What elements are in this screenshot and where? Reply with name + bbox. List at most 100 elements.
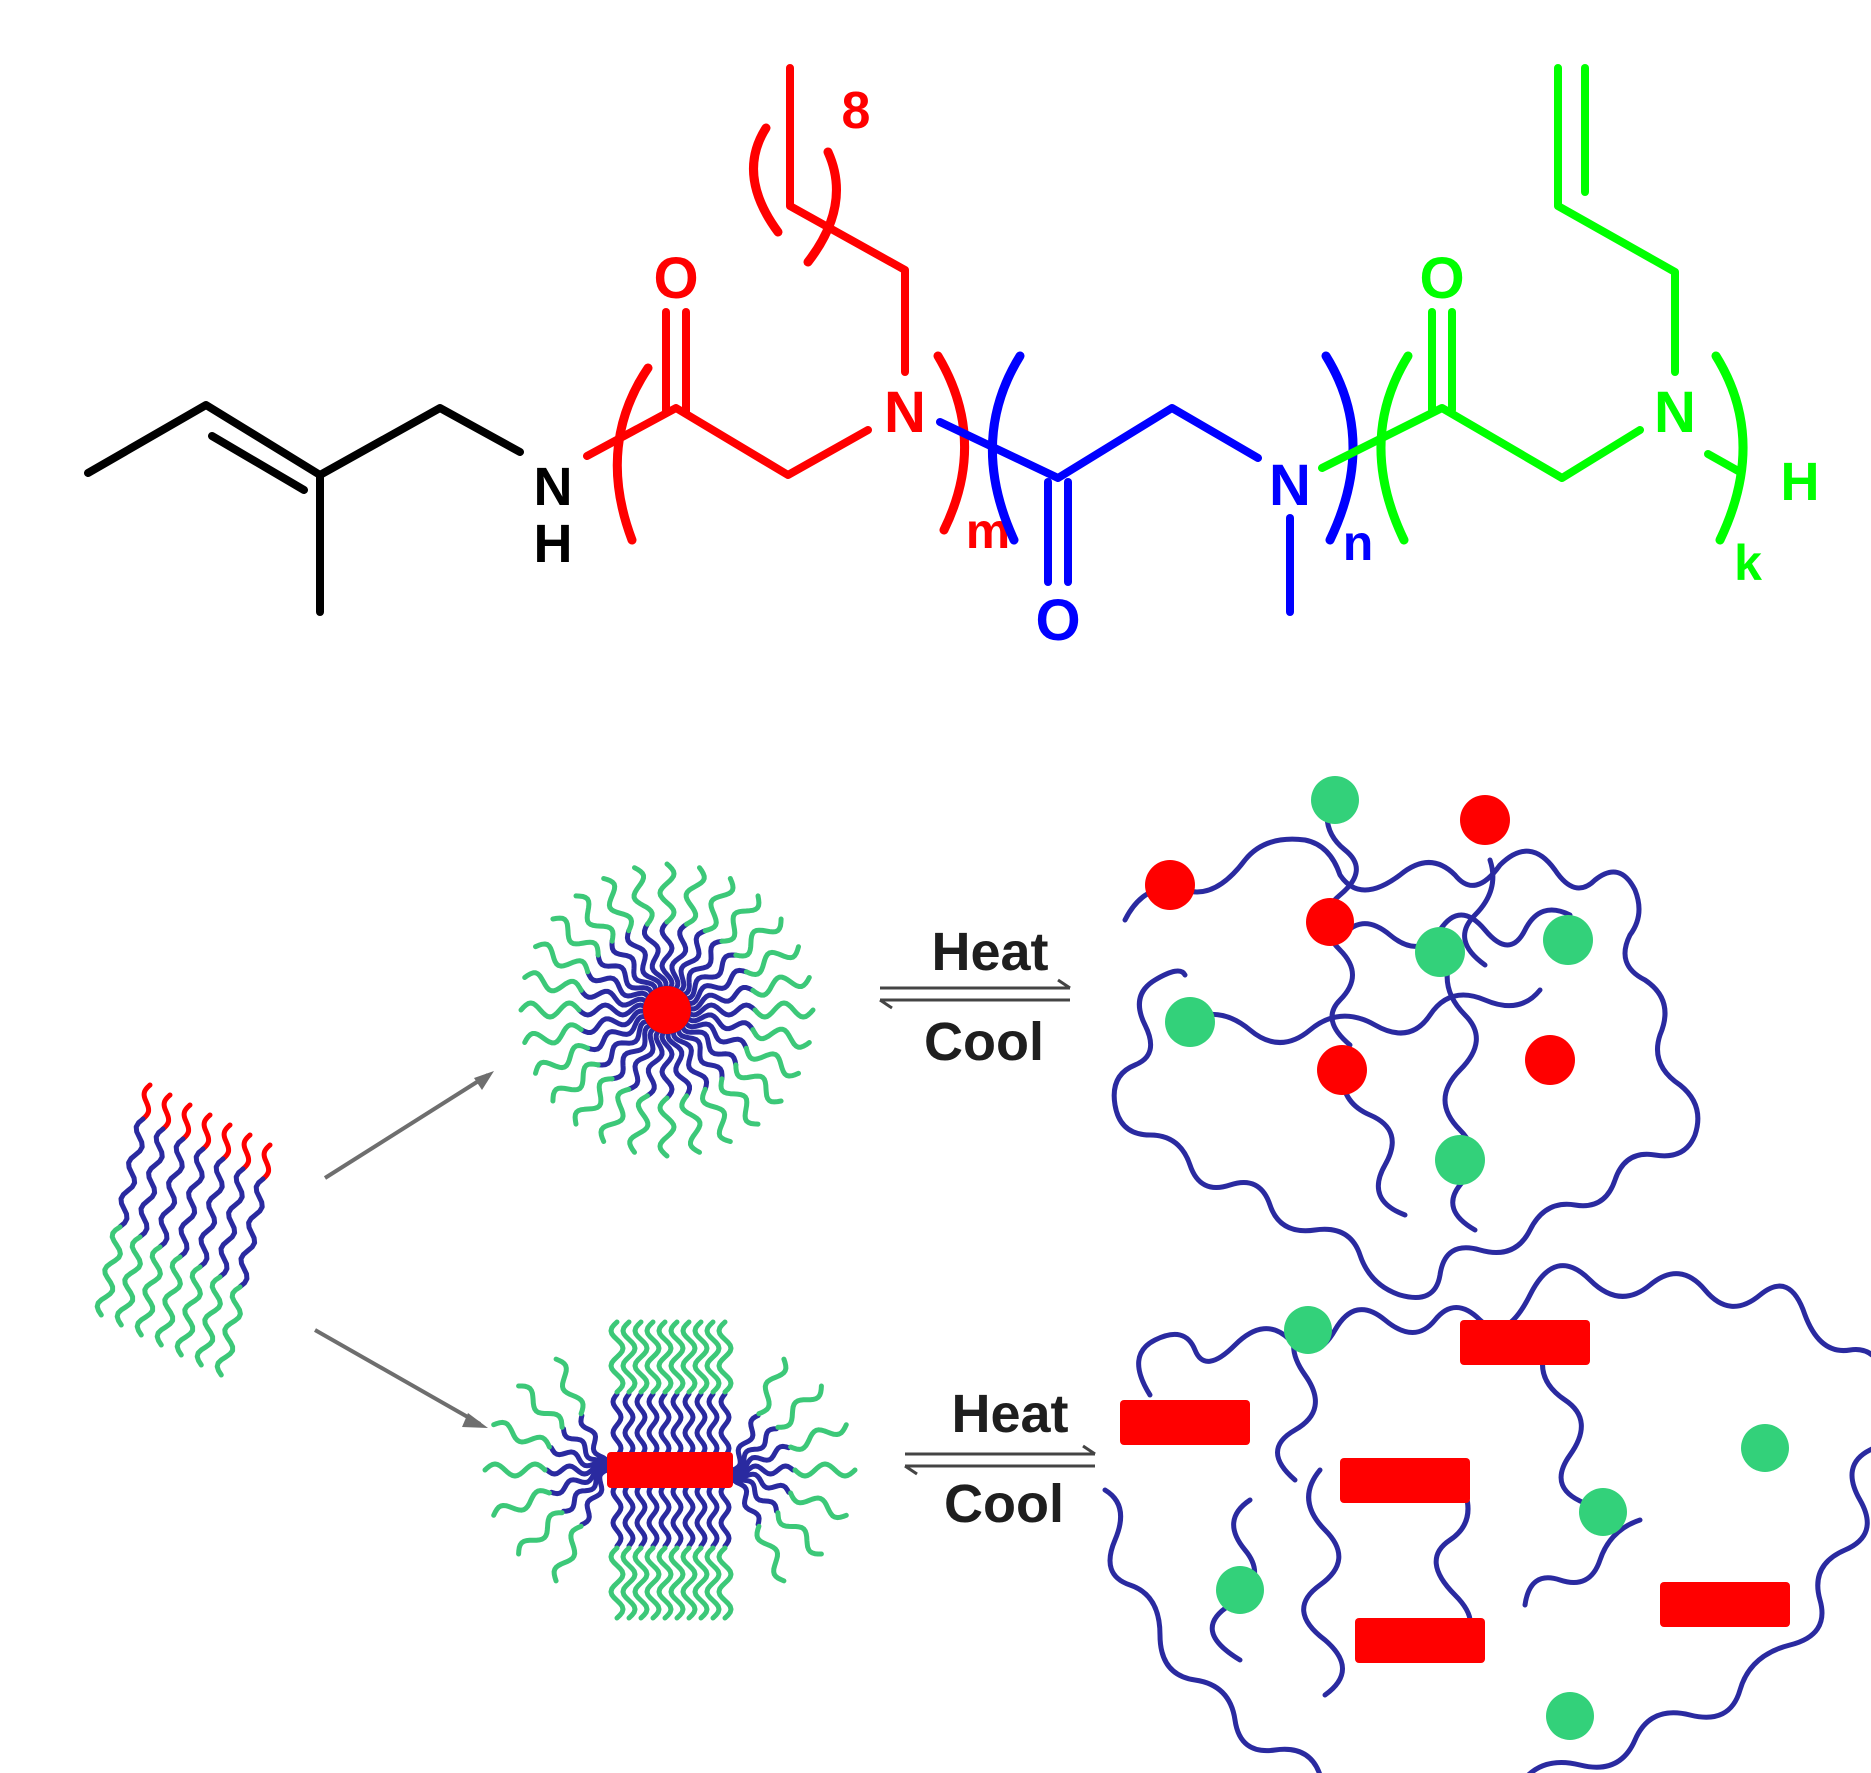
micelle-green-arm <box>788 1422 849 1452</box>
arrow-to-worm-micelle <box>314 1328 481 1426</box>
micelle-blue-arm <box>729 1467 762 1527</box>
micelle-blue-arm <box>548 1445 610 1473</box>
micelle-green-arm <box>522 1022 584 1046</box>
green-repeat-unit: O N H k <box>1318 64 1820 591</box>
triblock-chain-stack <box>94 1082 273 1378</box>
network-green-bead <box>1165 997 1215 1047</box>
micelle-green-arm <box>716 1319 734 1395</box>
green-close-paren <box>1711 351 1748 545</box>
micelle-green-arm <box>644 1545 662 1621</box>
top-heat-label: Heat <box>931 922 1048 982</box>
micelle-blue-arm <box>578 1413 611 1473</box>
micelle-green-arm <box>620 1545 638 1621</box>
network-chain-inner-3 <box>1301 1467 1345 1698</box>
micelle-blue-arm <box>585 969 654 1005</box>
micelle-blue-arm <box>658 1391 672 1459</box>
network-red-bead <box>1317 1045 1367 1095</box>
chain-blue-segment <box>157 1136 186 1250</box>
micelle-green-arm <box>598 1086 632 1144</box>
micelle-blue-arm <box>561 1426 610 1473</box>
micelle-blue-arm <box>659 1025 675 1101</box>
micelle-green-arm <box>657 1095 677 1159</box>
amide-nitrogen-label: N <box>534 457 573 517</box>
micelle-green-arm <box>644 1319 662 1395</box>
micelle-green-arm <box>601 876 634 934</box>
micelle-blue-arm <box>678 952 739 1002</box>
network-red-bead <box>1145 860 1195 910</box>
network-chain-inner-2 <box>1540 1347 1593 1508</box>
micelle-blue-arm <box>622 1481 636 1549</box>
micelle-blue-arm <box>609 1021 659 1082</box>
chain-green-segment <box>194 1274 223 1368</box>
micelle-green-arm <box>491 1419 552 1450</box>
micelle-blue-arm <box>578 1008 652 1035</box>
red-backbone-bonds <box>583 404 872 479</box>
micelle-green-arm <box>716 1545 734 1621</box>
micelle-blue-arm <box>730 1467 779 1514</box>
micelle-green-arm <box>553 1356 586 1417</box>
red-repeat-count-label: 8 <box>842 82 871 140</box>
micelle-green-arm <box>756 1356 789 1417</box>
micelle-blue-arm <box>634 1481 648 1549</box>
network-red-rod <box>1460 1320 1590 1365</box>
chain-green-segment <box>214 1284 243 1378</box>
micelle-green-arm <box>656 1545 674 1621</box>
micelle-blue-arm <box>595 1018 656 1068</box>
micelle-green-arm <box>533 941 591 975</box>
micelle-green-arm <box>680 1545 698 1621</box>
micelle-green-arm <box>522 970 584 994</box>
micelle-green-arm <box>550 915 601 958</box>
micelle-blue-arm <box>624 928 664 997</box>
micelle-blue-arm <box>694 1391 708 1459</box>
micelle-green-arm <box>680 1319 698 1395</box>
micelle-green-arm <box>718 1076 761 1127</box>
micelle-blue-arm <box>646 1481 660 1549</box>
micelle-green-arm <box>656 1319 674 1395</box>
micelle-blue-arm <box>668 921 690 995</box>
top-cool-label: Cool <box>924 1012 1044 1072</box>
micelle-blue-arm <box>670 1023 710 1092</box>
micelle-green-arm <box>683 865 707 927</box>
micelle-blue-arm <box>544 1463 610 1477</box>
red-open-paren <box>612 363 653 545</box>
top-equilibrium: Heat Cool <box>879 922 1071 1072</box>
micelle-green-arm <box>620 1319 638 1395</box>
chain-red-segment <box>200 1112 213 1152</box>
micelle-blue-arm <box>680 967 749 1007</box>
micelle-green-arm <box>743 944 801 977</box>
micelle-blue-arm <box>646 1391 660 1459</box>
micelle-blue-arm <box>682 985 756 1012</box>
chain-red-segment <box>240 1132 253 1172</box>
initiator-backbone-bonds <box>84 401 524 479</box>
chain-green-segment <box>94 1224 123 1318</box>
micelle-green-arm <box>692 1319 710 1395</box>
micelle-green-arm <box>733 1062 784 1105</box>
micelle-blue-arm <box>622 1391 636 1459</box>
micelle-green-arm <box>632 1319 650 1395</box>
micelle-green-arm <box>668 1319 686 1395</box>
micelle-blue-arm <box>675 1021 725 1082</box>
chain-green-segment <box>154 1254 183 1348</box>
network-green-bead <box>1741 1424 1789 1472</box>
micelle-green-arm <box>679 1093 703 1155</box>
micelle-green-arm <box>792 1461 858 1479</box>
micelle-blue-arm <box>642 921 669 995</box>
red-repeat-unit: O N 8 m <box>583 64 1010 559</box>
network-green-bead <box>1311 776 1359 824</box>
spherical-micelle <box>518 861 816 1159</box>
micelle-green-arm <box>743 1045 801 1079</box>
micelle-blue-arm <box>659 919 675 995</box>
network-green-bead <box>1579 1488 1627 1536</box>
blue-subscript-n: n <box>1343 515 1374 571</box>
micelle-green-arm <box>631 865 655 927</box>
network-red-rod <box>1120 1400 1250 1445</box>
micelle-green-arm <box>551 1523 584 1584</box>
blue-backbone-bonds <box>936 404 1262 482</box>
micelle-green-arm <box>704 1545 722 1621</box>
micelle-blue-arm <box>730 1463 796 1477</box>
network-chain-inner-2 <box>1187 987 1543 1045</box>
arrow-to-spherical-micelle <box>323 1073 490 1180</box>
network-red-bead <box>1460 795 1510 845</box>
micelle-red-rod-core <box>607 1452 733 1488</box>
micelle-blue-arm <box>561 1467 610 1514</box>
